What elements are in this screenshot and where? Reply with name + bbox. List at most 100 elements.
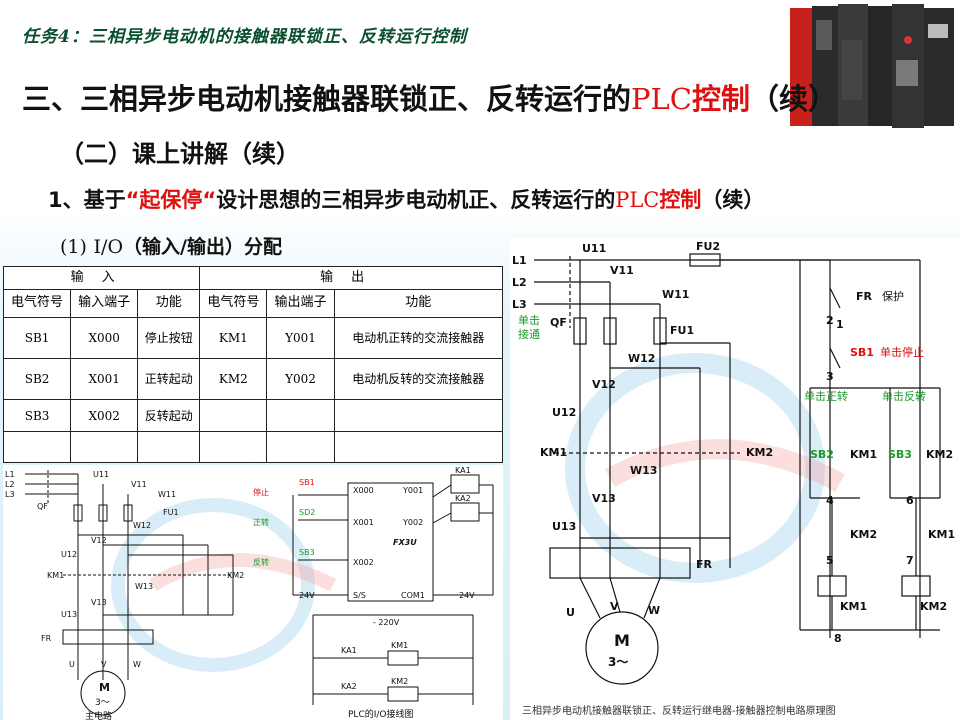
v12-label: V12 xyxy=(91,536,107,545)
phase-label: L1 xyxy=(5,470,15,479)
ka1-contact-label: KA1 xyxy=(341,646,357,655)
phase-label: L1 xyxy=(512,254,527,267)
km1-coil-label: KM1 xyxy=(840,600,867,613)
km1-main-label: KM1 xyxy=(540,446,567,459)
km2-main-label: KM2 xyxy=(746,446,773,459)
motor-phase-label: 3～ xyxy=(95,698,110,708)
km1-label: KM1 xyxy=(47,571,64,580)
node-label: 5 xyxy=(826,554,834,567)
col-header: 功能 xyxy=(137,289,201,318)
ss-label: S/S xyxy=(353,591,366,600)
fu1-label: FU1 xyxy=(163,508,179,517)
sb3-label: SB3 xyxy=(888,448,912,461)
node-label: 4 xyxy=(826,494,834,507)
task-title: 任务4：三相异步电动机的接触器联锁正、反转运行控制 xyxy=(22,27,467,47)
w-label: W xyxy=(133,660,141,669)
w12-label: W12 xyxy=(133,521,151,530)
fr-label: FR xyxy=(696,558,713,571)
km1-aux-label: KM1 xyxy=(850,448,877,461)
u11-label: U11 xyxy=(582,242,606,255)
u11-label: U11 xyxy=(93,470,109,479)
sb1-label: SB1 xyxy=(850,346,874,359)
u12-label: U12 xyxy=(61,550,77,559)
qf-label: QF xyxy=(550,316,567,329)
phase-label: L3 xyxy=(512,298,527,311)
u13-label: U13 xyxy=(552,520,576,533)
forward-label: 正转 xyxy=(253,517,269,527)
km1-interlock-label: KM1 xyxy=(928,528,955,541)
col-header: 输入端子 xyxy=(70,289,139,318)
sd2-label: SD2 xyxy=(299,508,315,517)
stop-label: 停止 xyxy=(253,487,269,497)
io-assignment-table: 输入 输出 电气符号 输入端子 功能 电气符号 输出端子 功能 SB1 X000… xyxy=(2,265,504,464)
subsection-heading: 1、基于“起保停“设计思想的三相异步电动机正、反转运行的PLC控制（续） xyxy=(48,188,765,212)
w11-label: W11 xyxy=(662,288,689,301)
y002-label: Y002 xyxy=(402,518,423,527)
main-circuit-caption: 主电路 xyxy=(85,710,112,720)
output-group-header: 输出 xyxy=(199,265,503,291)
u13-label: U13 xyxy=(61,610,77,619)
km2-coil-label: KM2 xyxy=(920,600,947,613)
sb1-label: SB1 xyxy=(299,478,315,487)
phase-label: L2 xyxy=(5,480,15,489)
single-click-label: 单击 xyxy=(518,314,540,327)
table-row: SB1 X000 停止按钮 KM1 Y001 电动机正转的交流接触器 xyxy=(2,316,504,359)
reverse-label: 反转 xyxy=(253,557,269,567)
input-group-header: 输入 xyxy=(2,265,201,291)
slide-title: 三、三相异步电动机接触器联锁正、反转运行的PLC控制（续） xyxy=(22,82,838,116)
fr-label: FR xyxy=(41,634,52,643)
col-header: 功能 xyxy=(333,289,504,318)
y001-label: Y001 xyxy=(402,486,423,495)
v-label: V xyxy=(101,660,107,669)
v24-label: 24V xyxy=(299,591,315,600)
node-label: 8 xyxy=(834,632,842,645)
x000-label: X000 xyxy=(353,486,374,495)
col-header: 输出端子 xyxy=(266,289,335,318)
io-heading: (1) I/O（输入/输出）分配 xyxy=(60,236,282,258)
motor-phase-label: 3～ xyxy=(608,655,628,669)
plc-wiring-diagram: L1 L2 L3 QF U11 V11 W11 FU1 W12 V12 U12 … xyxy=(3,465,503,720)
col-header: 电气符号 xyxy=(199,289,268,318)
plc-model-label: FX3U xyxy=(393,538,417,547)
node-label: 6 xyxy=(906,494,914,507)
v220-label: - 220V xyxy=(373,618,400,627)
sb3-label: SB3 xyxy=(299,548,315,557)
u12-label: U12 xyxy=(552,406,576,419)
km2-label: KM2 xyxy=(227,571,244,580)
single-stop-label: 单击停止 xyxy=(880,345,924,359)
node-label: 1 xyxy=(836,318,844,331)
x001-label: X001 xyxy=(353,518,374,527)
fr-contact-label: FR xyxy=(856,290,873,303)
u-label: U xyxy=(566,606,575,619)
v11-label: V11 xyxy=(610,264,634,277)
schematic-caption: 三相异步电动机接触器联锁正、反转运行继电器-接触器控制电路原理图 xyxy=(522,704,836,717)
ka2-contact-label: KA2 xyxy=(341,682,357,691)
w13-label: W13 xyxy=(630,464,657,477)
connect-label: 接通 xyxy=(518,328,540,341)
protect-label: 保护 xyxy=(882,289,904,303)
plc-hardware-image xyxy=(786,0,960,135)
fu2-label: FU2 xyxy=(696,240,720,253)
v13-label: V13 xyxy=(91,598,107,607)
w11-label: W11 xyxy=(158,490,176,499)
qf-label: QF xyxy=(37,502,48,511)
km1-coil-label: KM1 xyxy=(391,641,408,650)
km2-coil-label: KM2 xyxy=(391,677,408,686)
phase-label: L3 xyxy=(5,490,15,499)
single-fwd-label: 单击正转 xyxy=(804,389,848,403)
motor-label: M xyxy=(99,681,110,694)
fu1-label: FU1 xyxy=(670,324,694,337)
w13-label: W13 xyxy=(135,582,153,591)
table-row-empty xyxy=(2,430,504,464)
phase-label: L2 xyxy=(512,276,527,289)
section-heading: （二）课上讲解（续） xyxy=(60,140,300,168)
km2-interlock-label: KM2 xyxy=(850,528,877,541)
node-label: 3 xyxy=(826,370,834,383)
v11-label: V11 xyxy=(131,480,147,489)
table-row: SB2 X001 正转起动 KM2 Y002 电动机反转的交流接触器 xyxy=(2,357,504,401)
plc-io-caption: PLC的I/O接线图 xyxy=(348,708,414,720)
ka1-coil-label: KA1 xyxy=(455,466,471,475)
v-label: V xyxy=(610,600,619,613)
node-label: 7 xyxy=(906,554,914,567)
v12-label: V12 xyxy=(592,378,616,391)
